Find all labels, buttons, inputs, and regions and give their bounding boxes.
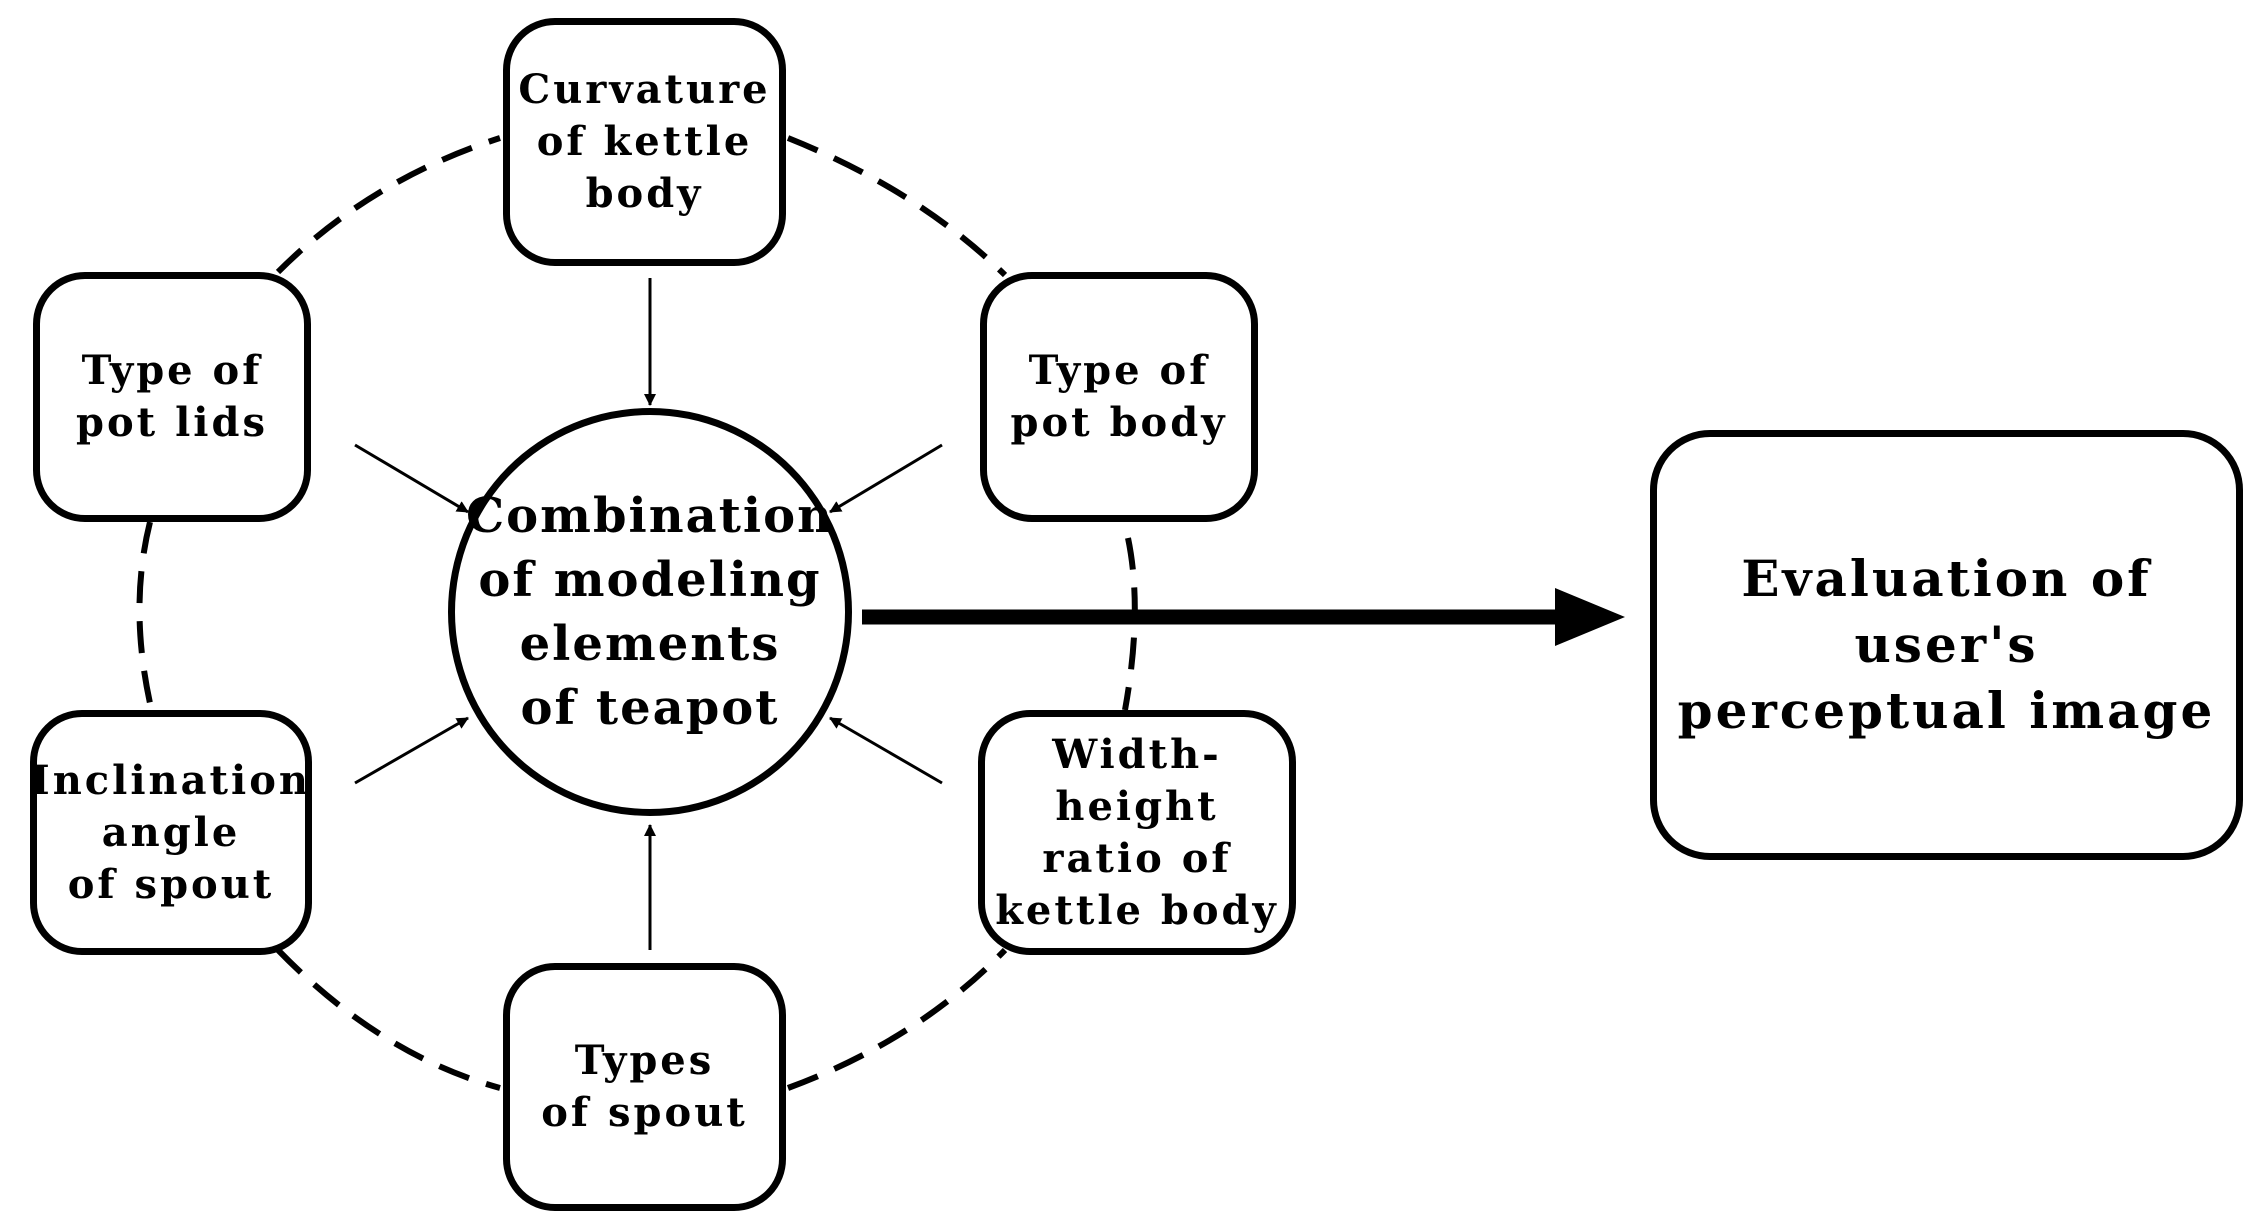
factor-label-pot-body: Type of pot body: [1010, 347, 1228, 446]
factor-label-pot-lids: Type of pot lids: [76, 347, 268, 446]
factor-label-curvature: Curvature of kettle body: [518, 66, 771, 217]
arrowhead-icon: [1555, 588, 1625, 646]
dashed-arc-top-left: [275, 135, 501, 275]
factor-label-inclination: Inclination angle of spout: [31, 756, 311, 908]
dashed-arc-bottom-right: [786, 947, 1008, 1091]
arrow-pot-body-to-center: [829, 443, 943, 514]
output-arrow: [862, 588, 1625, 646]
factor-box-curvature: Curvature of kettle body: [503, 18, 786, 266]
dashed-arc-left: [136, 521, 155, 713]
factor-box-spout-types: Types of spout: [503, 963, 786, 1211]
evaluation-box: Evaluation of user's perceptual image: [1650, 430, 2243, 860]
factor-box-inclination: Inclination angle of spout: [30, 710, 312, 955]
dashed-arc-bottom-left: [275, 947, 501, 1091]
arrow-width-height-to-center: [829, 716, 943, 785]
factor-label-spout-types: Types of spout: [541, 1037, 748, 1136]
center-label: Combination of modeling elements of teap…: [465, 488, 835, 736]
factor-box-pot-body: Type of pot body: [980, 272, 1258, 522]
input-arrows: [354, 278, 943, 950]
factor-box-pot-lids: Type of pot lids: [33, 272, 311, 522]
evaluation-label: Evaluation of user's perceptual image: [1677, 549, 2216, 740]
factor-label-width-height: Width-height ratio of kettle body: [995, 730, 1279, 934]
dashed-arc-top-right: [786, 135, 1008, 278]
center-combination-circle: Combination of modeling elements of teap…: [448, 408, 852, 816]
arrow-pot-lids-to-center: [354, 443, 469, 514]
factor-box-width-height: Width-height ratio of kettle body: [978, 710, 1296, 955]
arrow-inclination-to-center: [354, 716, 469, 785]
